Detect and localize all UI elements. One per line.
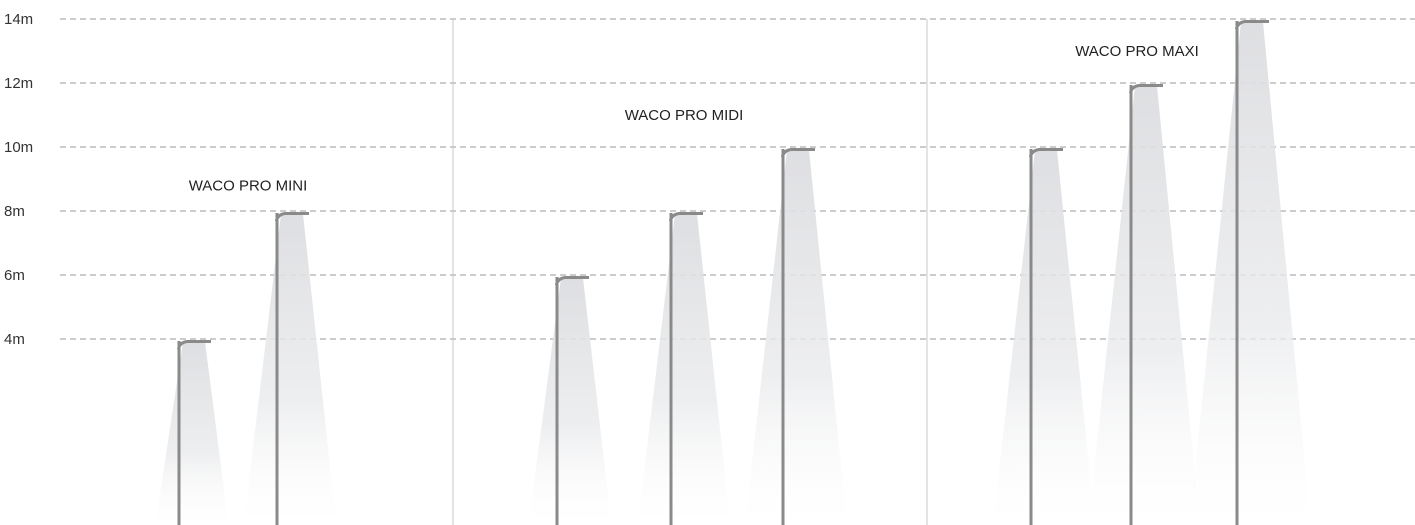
light-beams (155, 22, 1311, 525)
luminaire-head (1235, 20, 1269, 29)
light-beam-4m (155, 342, 229, 525)
y-tick-label: 14m (4, 11, 33, 28)
light-beam-14m (1189, 22, 1311, 525)
pole-8m (275, 213, 279, 525)
luminaire-head (555, 276, 589, 285)
light-beam-10m (993, 150, 1095, 525)
y-tick-label: 4m (4, 331, 25, 348)
y-tick-label: 10m (4, 139, 33, 156)
labels: 14m 12m 10m 8m 6m 4m WACO PRO MINI WACO PRO MID… (4, 11, 1199, 348)
luminaire-head (669, 212, 703, 221)
group-label: WACO PRO MAXI (1075, 43, 1199, 60)
pole-6m (555, 277, 559, 525)
y-tick-label: 8m (4, 203, 25, 220)
luminaire-head (275, 212, 309, 221)
light-beam-10m (745, 150, 847, 525)
group-label: WACO PRO MIDI (625, 107, 744, 124)
group-separators (452, 19, 928, 525)
light-beam-8m (243, 214, 337, 525)
y-tick-label: 6m (4, 267, 25, 284)
luminaire-head (1029, 148, 1063, 157)
light-beam-12m (1088, 86, 1200, 525)
luminaire-head (1129, 84, 1163, 93)
y-tick-label: 12m (4, 75, 33, 92)
group-label: WACO PRO MINI (189, 177, 308, 194)
pole-14m (1235, 21, 1239, 525)
light-beam-8m (637, 214, 731, 525)
pole-10m (781, 149, 785, 525)
pole-10m (1029, 149, 1033, 525)
luminaire-head (781, 148, 815, 157)
pole-8m (669, 213, 673, 525)
poles (177, 20, 1269, 525)
pole-4m (177, 341, 181, 525)
pole-12m (1129, 85, 1133, 525)
luminaire-head (177, 340, 211, 349)
light-beam-6m (528, 278, 612, 525)
